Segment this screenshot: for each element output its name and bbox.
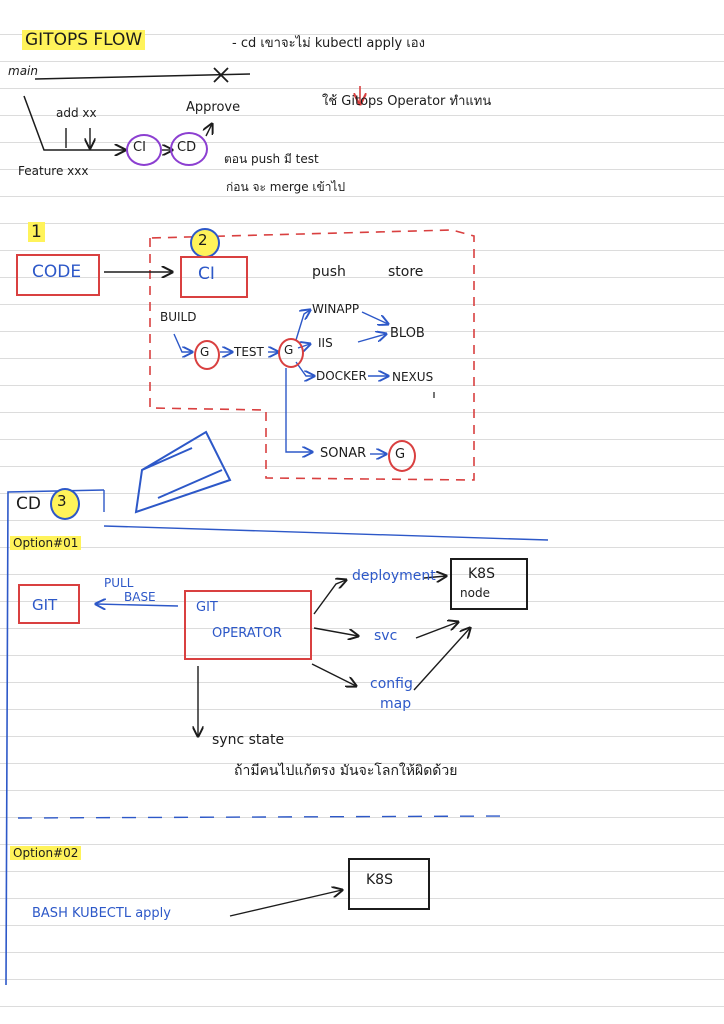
k8s-option2-box	[348, 858, 430, 910]
build-g-label: G	[200, 345, 210, 359]
branch-feature-label: Feature xxx	[18, 164, 89, 178]
base-label: BASE	[124, 590, 156, 604]
test-g-circle	[278, 338, 304, 368]
note-gitops-operator: ใช้ Gitops Operator ทำแทน	[322, 94, 492, 109]
git-operator-box	[184, 590, 312, 660]
sonar-label: SONAR	[320, 446, 367, 461]
approve-label: Approve	[186, 100, 241, 115]
code-box	[16, 254, 100, 296]
configmap-label-line1: config	[370, 676, 413, 692]
note-cd-no-kubectl: - cd เขาจะไม่ kubectl apply เอง	[232, 36, 425, 51]
sync-note: ถ้ามีคนไปแก้ตรง มันจะโลกให้ผิดด้วย	[234, 763, 458, 779]
cd-circle	[170, 132, 208, 166]
note-test-line2: ก่อน จะ merge เข้าไป	[226, 180, 346, 194]
option-01-label: Option#01	[10, 536, 82, 550]
configmap-label-line2: map	[380, 696, 412, 712]
ci-small-label: CI	[133, 140, 146, 155]
code-label: CODE	[32, 262, 82, 282]
cd-title: CD	[16, 494, 41, 514]
nexus-label: NEXUS	[392, 370, 434, 384]
store-label: store	[388, 264, 424, 280]
sync-state-label: sync state	[212, 732, 285, 748]
step-2-marker: 2	[198, 231, 208, 249]
git-operator-label-line2: OPERATOR	[212, 626, 282, 641]
git-box	[18, 584, 80, 624]
test-label: TEST	[234, 345, 264, 359]
iis-label: IIS	[318, 336, 333, 350]
bash-kubectl-apply-label: BASH KUBECTL apply	[32, 906, 171, 921]
svc-label: svc	[374, 628, 398, 644]
ci-box	[180, 256, 248, 298]
step-2-circle	[190, 228, 220, 258]
ci-circle	[126, 134, 162, 166]
blob-label: BLOB	[390, 326, 425, 341]
sonar-g-label: G	[395, 447, 406, 462]
deployment-label: deployment	[352, 568, 436, 584]
k8s-node-box	[450, 558, 528, 610]
node-label: node	[460, 586, 490, 600]
build-g-circle	[194, 340, 220, 370]
option-02-label: Option#02	[10, 846, 82, 860]
branch-main-label: main	[8, 64, 38, 78]
k8s-label: K8S	[468, 566, 495, 582]
note-test-line1: ตอน push มี test	[224, 152, 319, 166]
sonar-g-circle	[388, 440, 416, 472]
title-gitops-flow: GITOPS FLOW	[22, 30, 146, 50]
add-label: add xx	[56, 106, 97, 120]
step-3-marker: 3	[57, 492, 67, 510]
step-1-marker: 1	[28, 222, 45, 242]
docker-label: DOCKER	[316, 369, 367, 383]
git-label: GIT	[32, 596, 58, 614]
git-operator-label-line1: GIT	[196, 600, 218, 615]
cd-small-label: CD	[177, 140, 197, 155]
test-g-label: G	[284, 343, 294, 357]
ci-label: CI	[198, 264, 215, 284]
push-label: push	[312, 264, 346, 280]
winapp-label: WINAPP	[312, 302, 360, 316]
k8s-option2-label: K8S	[366, 872, 393, 888]
pull-label: PULL	[104, 576, 134, 590]
build-label: BUILD	[160, 310, 197, 324]
step-3-circle	[50, 488, 80, 520]
